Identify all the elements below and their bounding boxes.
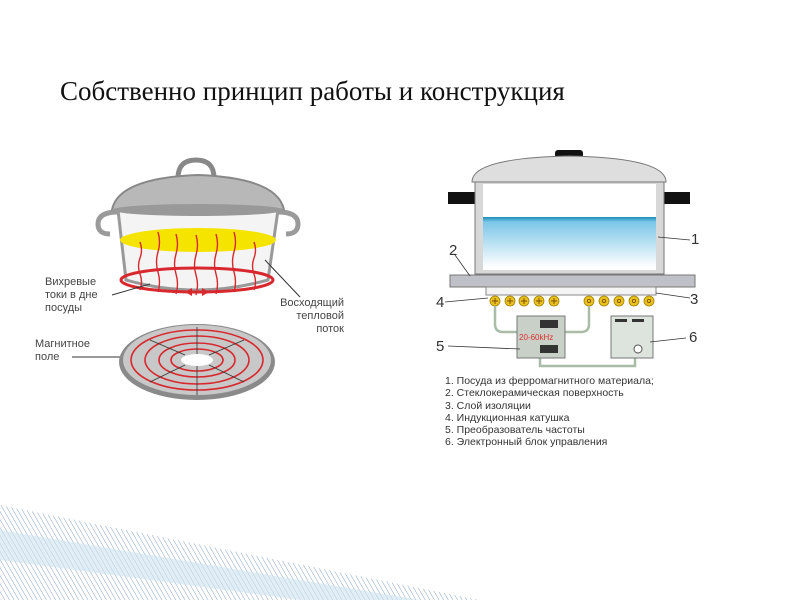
legend-item: 4. Индукционная катушка [445, 411, 570, 424]
lid-knob [175, 157, 217, 179]
callout-3: 3 [690, 291, 699, 308]
frequency-label: 20-60kHz [519, 333, 553, 342]
heat-flow-label: Восходящий тепловой поток [280, 297, 344, 335]
water [483, 217, 656, 267]
pot-handle-right [277, 209, 301, 237]
magnetic-field-plate [119, 324, 275, 400]
callout-1: 1 [691, 231, 700, 248]
pot-lid [110, 173, 286, 211]
callout-2: 2 [449, 242, 458, 259]
eddy-currents-label: Вихревые токи в дне посуды [45, 276, 98, 314]
legend-item: 5. Преобразователь частоты [445, 424, 585, 437]
control-unit [610, 315, 654, 359]
eddy-current-ring [119, 266, 275, 294]
callout-6: 6 [689, 329, 698, 346]
pot-handle-left [95, 209, 119, 237]
pot-handle-right [662, 192, 690, 204]
callout-5: 5 [436, 338, 445, 355]
pot-lid [471, 155, 667, 183]
legend-item: 1. Посуда из ферромагнитного материала; [445, 375, 654, 387]
induction-coil [489, 295, 655, 307]
insulation-layer [485, 286, 657, 296]
legend-item: 2. Стеклокерамическая поверхность [445, 387, 624, 400]
legend-item: 3. Слой изоляции [445, 399, 531, 412]
wires [493, 306, 637, 368]
pot-handle-left [448, 192, 476, 204]
magnetic-field-label: Магнитное поле [35, 338, 90, 363]
heat-flow-lines [137, 231, 257, 296]
glass-ceramic-surface [449, 274, 696, 288]
slide-title: Собственно принцип работы и конструкция [60, 76, 565, 106]
component-legend: 1. Посуда из ферромагнитного материала; … [445, 375, 654, 449]
legend-item: 6. Электронный блок управления [445, 436, 608, 449]
callout-4: 4 [436, 294, 445, 311]
